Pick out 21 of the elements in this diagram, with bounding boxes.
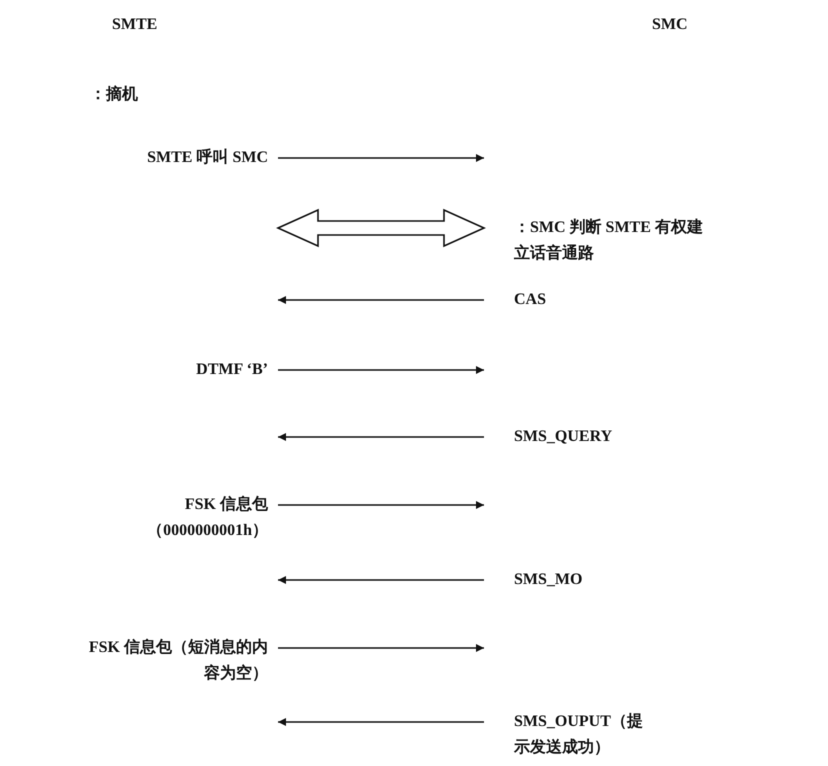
double-arrow: [276, 208, 486, 248]
message-label: SMS_MO: [484, 567, 814, 593]
message-label: SMTE 呼叫 SMC: [78, 145, 278, 171]
arrow: [278, 718, 484, 726]
arrow: [278, 576, 484, 584]
participant-label: SMC: [652, 15, 688, 35]
arrow: [278, 154, 484, 162]
arrow: [278, 501, 484, 509]
arrow: [278, 366, 484, 374]
message-label: FSK 信息包（短消息的内容为空）: [78, 635, 278, 687]
message-label: FSK 信息包（0000000001h）: [128, 492, 278, 544]
message-label: DTMF ‘B’: [78, 357, 278, 383]
message-label: SMS_OUPUT（提示发送成功）: [484, 709, 644, 761]
message-label: CAS: [484, 287, 814, 313]
step-note: ：摘机: [90, 84, 138, 105]
participant-label: SMTE: [112, 15, 158, 35]
arrow: [278, 644, 484, 652]
message-label: ：SMC 判断 SMTE 有权建立话音通路: [484, 215, 714, 267]
arrow: [278, 433, 484, 441]
message-label: SMS_QUERY: [484, 424, 814, 450]
arrow: [278, 296, 484, 304]
